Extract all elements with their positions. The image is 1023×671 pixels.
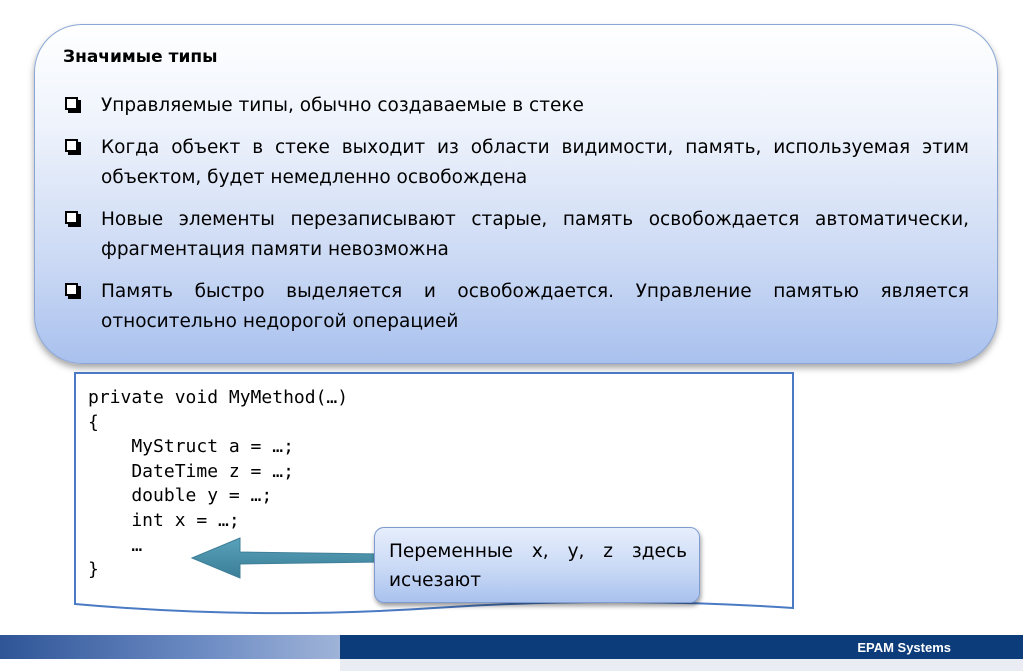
bullet-item: Память быстро выделяется и освобождается… <box>63 277 969 337</box>
bullet-item: Управляемые типы, обычно создаваемые в с… <box>63 91 969 121</box>
bullet-item: Новые элементы перезаписывают старые, па… <box>63 205 969 265</box>
code-line: private void MyMethod(…) <box>88 387 349 408</box>
arrow-left-icon <box>190 537 387 579</box>
bullet-list: Управляемые типы, обычно создаваемые в с… <box>63 91 969 349</box>
code-line: int x = …; <box>88 509 240 531</box>
code-line: DateTime z = …; <box>88 460 294 482</box>
bullet-text: Новые элементы перезаписывают старые, па… <box>101 209 969 260</box>
callout-text: Переменные x, y, z здесь исчезают <box>389 541 687 591</box>
code-line: double y = …; <box>88 485 273 507</box>
bullet-text: Управляемые типы, обычно создаваемые в с… <box>101 95 584 116</box>
code-line: … <box>88 534 143 556</box>
code-listing: private void MyMethod(…) { MyStruct a = …… <box>88 386 348 583</box>
panel-title: Значимые типы <box>63 47 218 67</box>
bullet-text: Память быстро выделяется и освобождается… <box>101 281 969 332</box>
checkbox-bullet-icon <box>65 97 78 110</box>
callout: Переменные x, y, z здесь исчезают <box>374 527 700 603</box>
bullet-text: Когда объект в стеке выходит из области … <box>101 137 969 188</box>
checkbox-bullet-icon <box>65 283 78 296</box>
footer-bar-right: EPAM Systems <box>340 635 1023 659</box>
footer-bar-left <box>0 635 340 659</box>
checkbox-bullet-icon <box>65 211 78 224</box>
footer-brand: EPAM Systems <box>857 640 951 655</box>
code-line: } <box>88 559 99 581</box>
code-line: { <box>88 411 99 433</box>
footer-underbar <box>340 659 1023 671</box>
code-line: MyStruct a = …; <box>88 436 294 458</box>
info-panel: Значимые типы Управляемые типы, обычно с… <box>34 24 998 364</box>
bullet-item: Когда объект в стеке выходит из области … <box>63 133 969 193</box>
checkbox-bullet-icon <box>65 139 78 152</box>
